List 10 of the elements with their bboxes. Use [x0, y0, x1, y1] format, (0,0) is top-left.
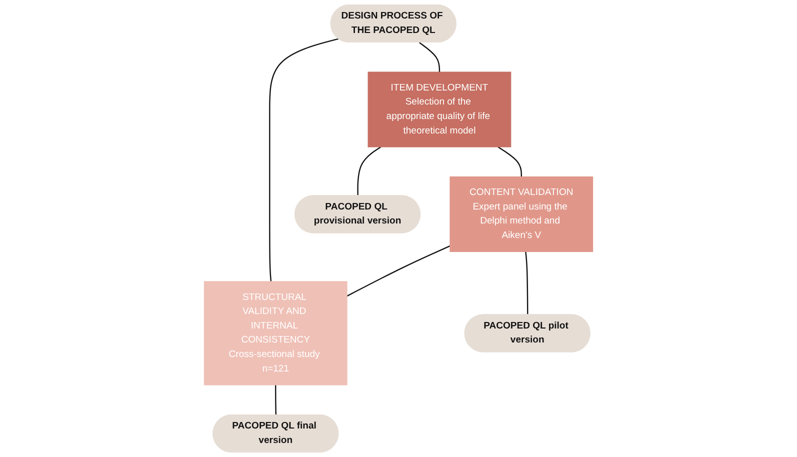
connector	[419, 42, 440, 72]
node-box: STRUCTURAL VALIDITY AND INTERNAL CONSISTENCY Cross-sectional study n=121	[204, 281, 348, 386]
connector	[269, 38, 339, 282]
connector	[275, 385, 276, 416]
connector	[346, 245, 450, 297]
node-box: CONTENT VALIDATION Expert panel using the Delphi method and Aiken's V	[450, 176, 594, 252]
connector	[525, 252, 528, 315]
connector	[357, 146, 382, 196]
node-box: ITEM DEVELOPMENT Selection of the appropriate quality of life theoretical model	[368, 72, 512, 148]
connector	[498, 146, 522, 177]
